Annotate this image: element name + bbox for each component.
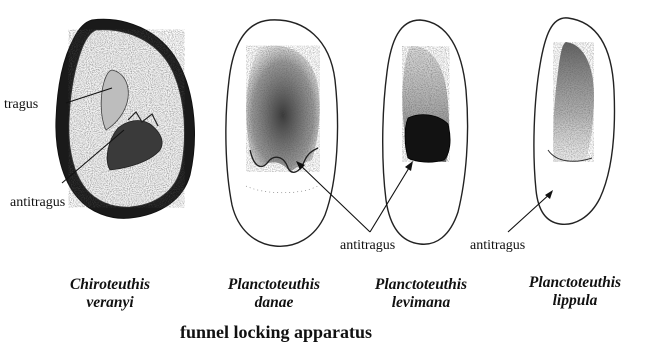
species-epithet-4: lippula bbox=[553, 292, 598, 309]
label-antitragus-veranyi: antitragus bbox=[10, 195, 65, 210]
figure-caption: funnel locking apparatus bbox=[180, 322, 372, 342]
specimen-planctoteuthis-danae bbox=[226, 20, 338, 246]
specimen-planctoteuthis-levimana bbox=[383, 20, 468, 244]
levimana-antitragus bbox=[405, 115, 450, 163]
species-genus-2: Planctoteuthis bbox=[228, 276, 320, 293]
specimen-planctoteuthis-lippula bbox=[534, 18, 615, 224]
species-epithet-3: levimana bbox=[392, 294, 451, 311]
species-epithet-2: danae bbox=[255, 294, 294, 311]
species-names: Chiroteuthis veranyi Planctoteuthis dana… bbox=[70, 274, 621, 311]
label-antitragus-middle: antitragus bbox=[340, 238, 395, 253]
species-epithet-1: veranyi bbox=[86, 294, 134, 311]
label-tragus: tragus bbox=[4, 97, 38, 112]
label-antitragus-lippula: antitragus bbox=[470, 238, 525, 253]
specimen-chiroteuthis-veranyi bbox=[56, 19, 195, 218]
species-genus-4: Planctoteuthis bbox=[529, 274, 621, 291]
species-genus-1: Chiroteuthis bbox=[70, 276, 150, 293]
species-genus-3: Planctoteuthis bbox=[375, 276, 467, 293]
